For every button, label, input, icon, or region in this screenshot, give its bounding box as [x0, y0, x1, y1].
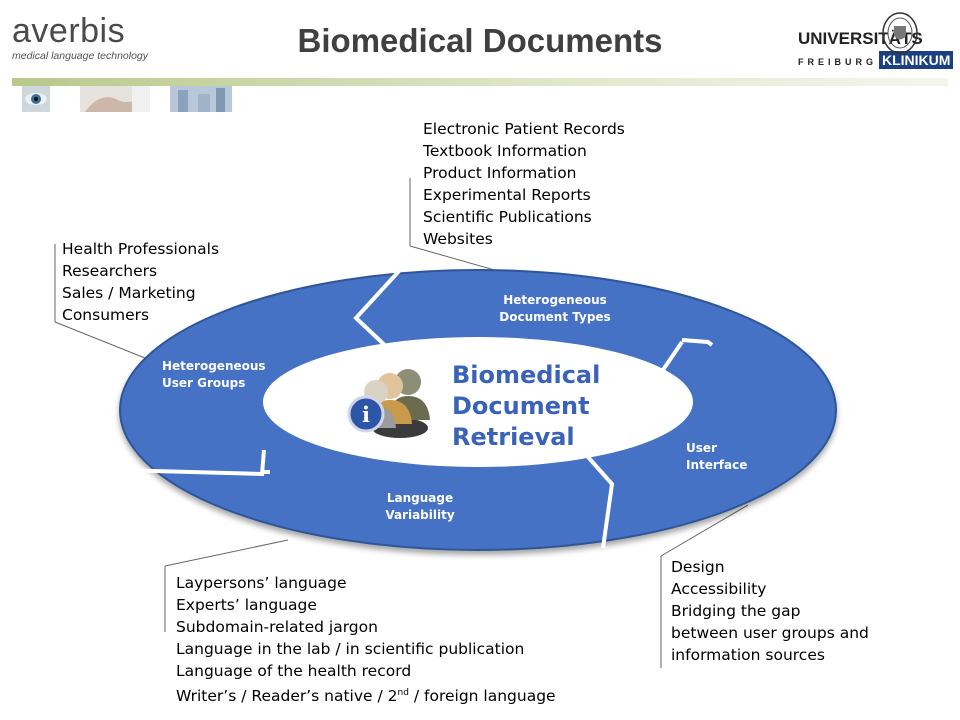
segment-user-interface: User Interface — [686, 441, 748, 472]
list-item: Consumers — [62, 306, 150, 324]
list-item: Writer’s / Reader’s native / 2nd / forei… — [176, 682, 556, 707]
center-title-line: Document — [452, 392, 590, 420]
list-item-text: Writer’s / Reader’s native / 2 — [176, 687, 398, 706]
list-item: between user groups and — [671, 624, 869, 642]
averbis-logo: averbis medical language technology — [12, 14, 162, 62]
list-item: Experimental Reports — [423, 186, 591, 204]
document-types-list: Electronic Patient Records Textbook Info… — [423, 118, 625, 250]
ordinal-superscript: nd — [397, 688, 409, 698]
list-item: Subdomain-related jargon — [176, 618, 378, 636]
averbis-logo-word: averbis — [12, 12, 126, 50]
logo-freiburg: FREIBURG — [798, 57, 877, 67]
lab-photo — [170, 86, 232, 112]
university-seal-icon — [882, 12, 918, 54]
user-interface-list: Design Accessibility Bridging the gap be… — [671, 556, 869, 666]
list-item: Websites — [423, 230, 493, 248]
list-item: Sales / Marketing — [62, 284, 196, 302]
center-title-line: Biomedical — [452, 361, 601, 389]
page-title: Biomedical Documents — [297, 22, 663, 59]
list-item: Experts’ language — [176, 596, 317, 614]
center-title: Biomedical Document Retrieval — [452, 360, 600, 453]
language-variability-list: Laypersons’ language Experts’ language S… — [176, 572, 556, 707]
svg-text:i: i — [362, 402, 370, 427]
list-item: Scientific Publications — [423, 208, 592, 226]
center-title-line: Retrieval — [452, 423, 575, 451]
segment-language-variability: Language Variability — [385, 491, 455, 522]
logo-klinikum: KLINIKUM — [879, 51, 954, 69]
hands-photo — [80, 86, 150, 112]
list-item: Design — [671, 558, 725, 576]
users-info-icon: i — [347, 369, 430, 438]
segment-user-groups: Heterogeneous User Groups — [162, 359, 266, 390]
list-item: information sources — [671, 646, 825, 664]
list-item-text: / foreign language — [408, 687, 556, 706]
list-item: Electronic Patient Records — [423, 120, 625, 138]
list-item: Laypersons’ language — [176, 574, 347, 592]
list-item: Health Professionals — [62, 240, 220, 258]
list-item: Accessibility — [671, 580, 767, 598]
list-item: Textbook Information — [423, 142, 587, 160]
averbis-logo-tagline: medical language technology — [12, 50, 149, 62]
list-item: Bridging the gap — [671, 602, 801, 620]
list-item: Product Information — [423, 164, 577, 182]
list-item: Language of the health record — [176, 662, 412, 680]
eye-photo — [22, 86, 50, 112]
user-groups-list: Health Professionals Researchers Sales /… — [62, 238, 219, 326]
list-item: Researchers — [62, 262, 158, 280]
list-item: Language in the lab / in scientific publ… — [176, 640, 525, 658]
header-rule — [12, 78, 948, 86]
segment-document-types: Heterogeneous Document Types — [499, 293, 611, 324]
